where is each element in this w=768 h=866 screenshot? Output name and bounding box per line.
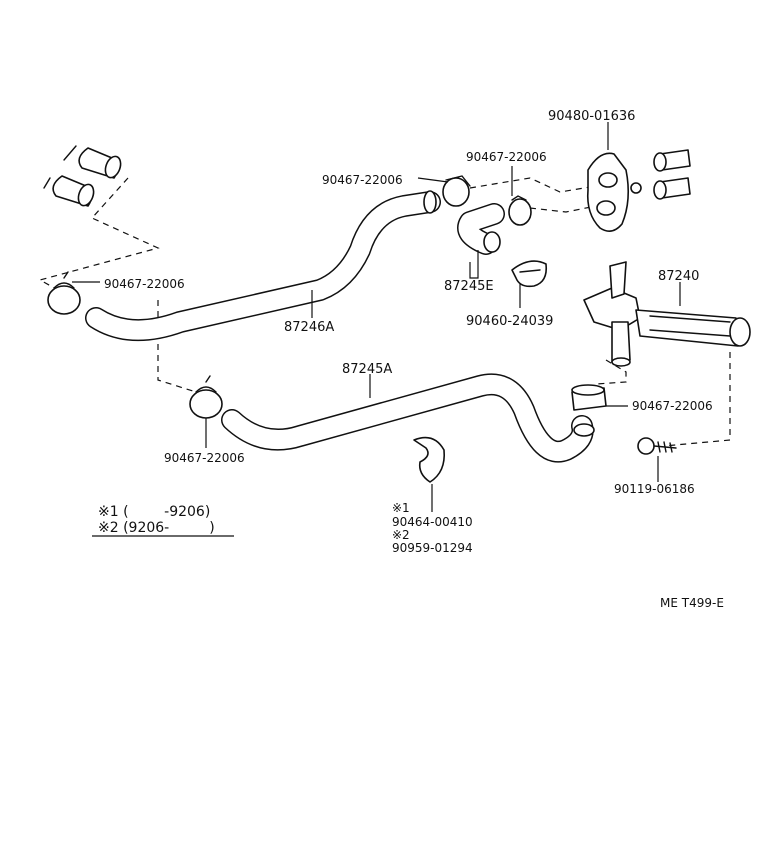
legend-1: ※1 ( -9206) <box>98 504 210 520</box>
label-clamp-top-right: 90467-22006 <box>466 150 547 164</box>
clamp-left <box>47 271 81 315</box>
label-note-2-mark: ※2 <box>392 528 410 542</box>
label-note-1-part: 90464-00410 <box>392 515 473 529</box>
label-note-2-part: 90959-01294 <box>392 541 473 555</box>
valve-gasket <box>586 152 642 232</box>
clamp-top-right <box>508 195 532 226</box>
label-clamp-right: 90467-22006 <box>632 399 713 413</box>
hose-87245a <box>221 373 595 463</box>
label-clamp-left: 90467-22006 <box>104 277 185 291</box>
water-valve <box>583 261 751 367</box>
clamp-spring <box>413 436 446 483</box>
heater-pipes-left <box>43 145 122 207</box>
label-bolt: 90119-06186 <box>614 482 695 496</box>
clip-90460 <box>511 260 548 288</box>
label-hose-elbow: 87245E <box>444 279 494 294</box>
label-water-valve: 87240 <box>658 269 699 284</box>
clamp-top-center <box>442 175 471 207</box>
clamp-lower-left <box>189 375 223 419</box>
clamp-right <box>571 384 607 411</box>
label-hose-upper: 87246A <box>284 320 334 335</box>
heater-pipes-right <box>653 149 691 200</box>
hose-87245e <box>457 203 505 255</box>
legend-2: ※2 (9206- ) <box>98 520 215 536</box>
label-clamp-top-center: 90467-22006 <box>322 173 403 187</box>
drawing-code: ME T499-E <box>660 596 724 610</box>
bolt <box>637 437 677 455</box>
label-valve-gasket: 90480-01636 <box>548 109 635 124</box>
label-clamp-lower-left: 90467-22006 <box>164 451 245 465</box>
label-note-1-mark: ※1 <box>392 501 410 515</box>
leader-lines <box>72 122 681 537</box>
hose-87246a <box>85 190 441 341</box>
dashed-connections <box>38 177 731 447</box>
label-clip: 90460-24039 <box>466 314 553 329</box>
label-hose-lower: 87245A <box>342 362 392 377</box>
